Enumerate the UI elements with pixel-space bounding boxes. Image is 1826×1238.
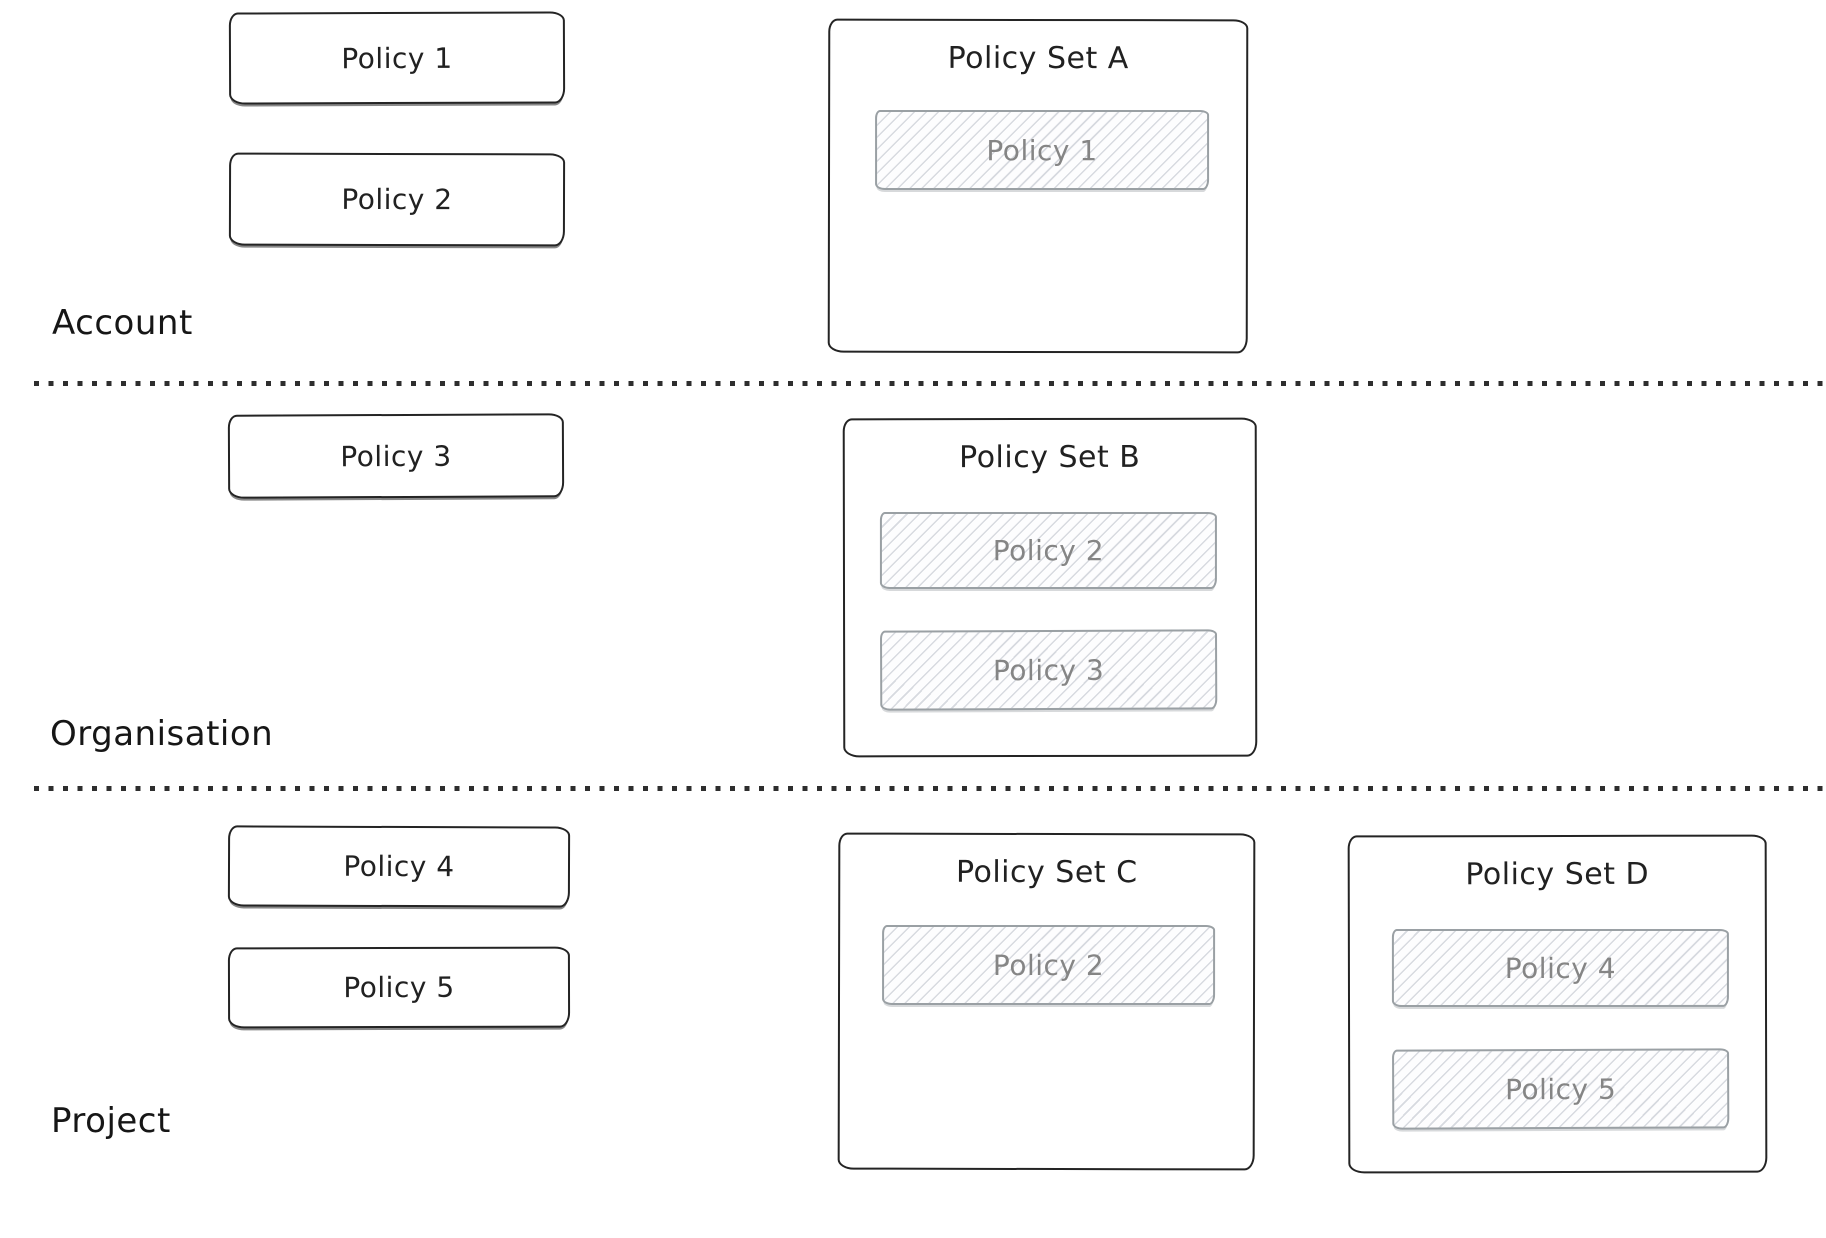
policy-set-a-title: Policy Set A bbox=[947, 40, 1129, 77]
policy-set-c: Policy Set C Policy 2 bbox=[837, 832, 1256, 1171]
tier-divider-organisation-project bbox=[34, 786, 1826, 791]
policy-set-d: Policy Set D Policy 4 Policy 5 bbox=[1347, 834, 1768, 1174]
standalone-policy-2-label: Policy 2 bbox=[341, 182, 453, 217]
policy-set-d-title: Policy Set D bbox=[1465, 856, 1650, 893]
section-label-organisation: Organisation bbox=[50, 714, 274, 754]
attached-policy-label: Policy 2 bbox=[992, 948, 1105, 982]
policy-set-d-attached-policy-1: Policy 4 bbox=[1391, 928, 1729, 1008]
policy-set-b-attached-policy-2: Policy 3 bbox=[879, 629, 1218, 711]
standalone-policy-1-label: Policy 1 bbox=[341, 41, 453, 75]
standalone-policy-3-box: Policy 3 bbox=[227, 413, 565, 499]
standalone-policy-2-box: Policy 2 bbox=[228, 152, 566, 247]
policy-set-d-attached-policy-2: Policy 5 bbox=[1392, 1048, 1730, 1130]
standalone-policy-5-box: Policy 5 bbox=[227, 946, 571, 1029]
policy-set-b-attached-policy-1: Policy 2 bbox=[879, 512, 1217, 590]
attached-policy-label: Policy 3 bbox=[992, 653, 1105, 687]
standalone-policy-4-label: Policy 4 bbox=[343, 849, 455, 884]
policy-set-a: Policy Set A Policy 1 bbox=[827, 18, 1249, 354]
standalone-policy-4-box: Policy 4 bbox=[227, 825, 571, 908]
attached-policy-label: Policy 1 bbox=[986, 133, 1098, 167]
policy-set-c-attached-policy-1: Policy 2 bbox=[882, 924, 1216, 1006]
standalone-policy-1-box: Policy 1 bbox=[228, 11, 566, 105]
section-label-project: Project bbox=[51, 1101, 171, 1141]
policy-set-a-attached-policy-1: Policy 1 bbox=[875, 110, 1210, 191]
tier-divider-account-organisation bbox=[34, 381, 1826, 386]
attached-policy-label: Policy 5 bbox=[1504, 1072, 1617, 1106]
attached-policy-label: Policy 4 bbox=[1504, 951, 1617, 985]
policy-set-b: Policy Set B Policy 2 Policy 3 bbox=[842, 417, 1258, 758]
standalone-policy-3-label: Policy 3 bbox=[340, 439, 452, 473]
standalone-policy-5-label: Policy 5 bbox=[343, 970, 455, 1005]
policy-set-c-title: Policy Set C bbox=[955, 854, 1138, 891]
section-label-account: Account bbox=[52, 303, 193, 343]
policy-set-b-title: Policy Set B bbox=[959, 439, 1141, 476]
attached-policy-label: Policy 2 bbox=[992, 534, 1105, 568]
